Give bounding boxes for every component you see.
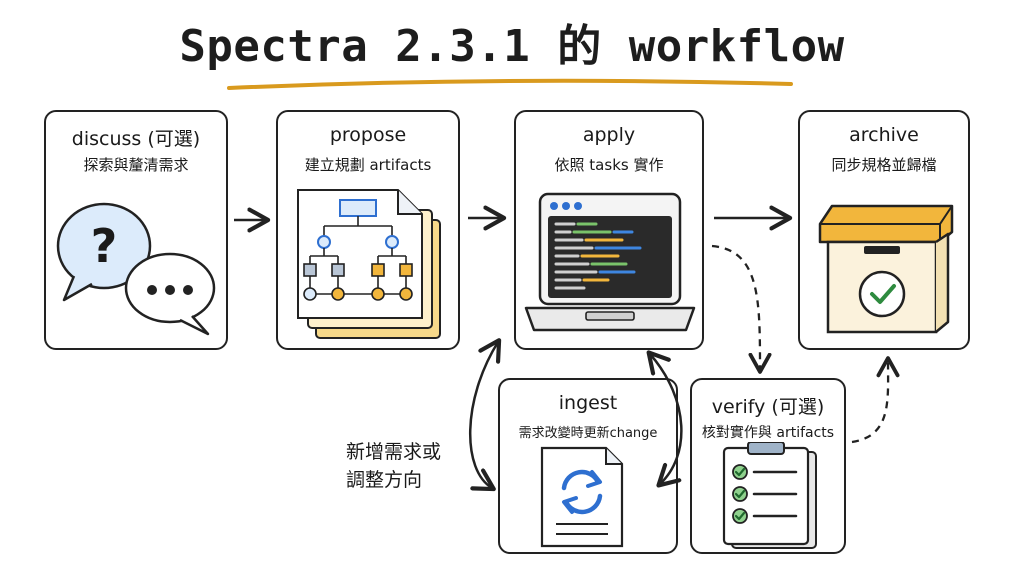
- stage-name-verify: verify (可選): [711, 396, 825, 418]
- stage-card-archive[interactable]: archive 同步規格並歸檔: [798, 110, 970, 350]
- stage-desc-apply: 依照 tasks 實作: [554, 156, 664, 174]
- title-underline: [227, 78, 793, 90]
- stage-desc-archive: 同步規格並歸檔: [831, 156, 937, 174]
- sync-document-icon: [540, 446, 624, 548]
- side-note-line-2: 調整方向: [346, 469, 423, 491]
- svg-text:?: ?: [91, 219, 118, 273]
- stage-card-apply[interactable]: apply 依照 tasks 實作: [514, 110, 704, 350]
- stage-name-archive: archive: [849, 124, 919, 146]
- side-note-line-1: 新增需求或: [346, 441, 442, 463]
- arrow-apply-to-verify: [711, 244, 772, 374]
- stage-name-discuss: discuss (可選): [71, 128, 201, 150]
- checklist-clipboard-icon: [722, 442, 817, 549]
- page-title: Spectra 2.3.1 的 workflow: [179, 21, 845, 72]
- stage-name-apply: apply: [582, 124, 636, 146]
- stage-card-discuss[interactable]: discuss (可選) 探索與釐清需求 ?: [44, 110, 228, 350]
- laptop-code-icon: [524, 192, 696, 332]
- stage-desc-discuss: 探索與釐清需求: [83, 156, 189, 174]
- stage-card-propose[interactable]: propose 建立規劃 artifacts: [276, 110, 460, 350]
- arrow-verify-to-archive: [851, 356, 900, 444]
- archive-box-icon: [818, 204, 954, 334]
- stage-card-ingest[interactable]: ingest 需求改變時更新change: [498, 378, 678, 554]
- flowchart-document-icon: [297, 189, 441, 339]
- stage-desc-verify: 核對實作與 artifacts: [701, 425, 835, 441]
- arrow-ingest-to-apply: [469, 338, 502, 492]
- stage-name-ingest: ingest: [558, 392, 618, 414]
- stage-desc-ingest: 需求改變時更新change: [518, 426, 658, 441]
- stage-desc-propose: 建立規劃 artifacts: [304, 156, 432, 174]
- stage-name-propose: propose: [329, 124, 407, 146]
- side-note-feedback-loop: 新增需求或 調整方向: [346, 438, 441, 494]
- stage-card-verify[interactable]: verify (可選) 核對實作與 artifacts: [690, 378, 846, 554]
- speech-bubbles-icon: ?: [56, 202, 216, 336]
